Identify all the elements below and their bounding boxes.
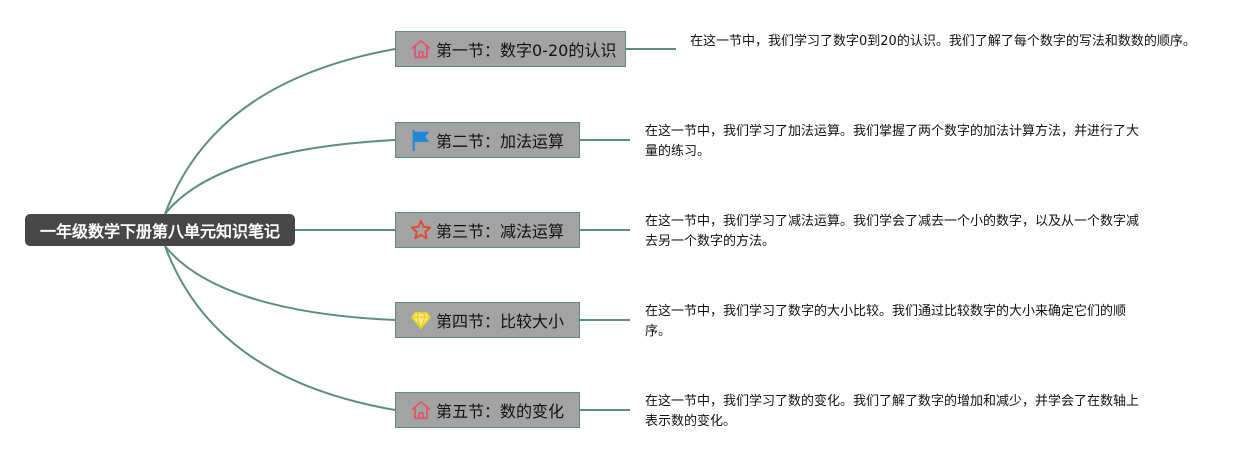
diamond-icon	[410, 309, 432, 331]
section-note-2: 在这一节中，我们学习了加法运算。我们掌握了两个数字的加法计算方法，并进行了大量的…	[645, 124, 1140, 159]
connector-root-to-section-1	[164, 48, 396, 215]
section-node-5[interactable]: 第五节：数的变化	[395, 392, 580, 428]
section-title-5: 第五节：数的变化	[436, 402, 565, 421]
section-title-4: 第四节：比较大小	[436, 312, 565, 331]
section-note-5: 在这一节中，我们学习了数的变化。我们了解了数字的增加和减少，并学会了在数轴上表示…	[645, 394, 1140, 429]
connector-root-to-section-5	[164, 245, 396, 411]
section-node-2[interactable]: 第二节：加法运算	[395, 122, 580, 158]
section-title-1: 第一节：数字0-20的认识	[436, 41, 617, 60]
section-note-1: 在这一节中，我们学习了数字0到20的认识。我们了解了每个数字的写法和数数的顺序。	[690, 34, 1196, 49]
section-node-3[interactable]: 第三节：减法运算	[395, 212, 580, 248]
section-title-2: 第二节：加法运算	[436, 132, 565, 151]
section-title-3: 第三节：减法运算	[436, 222, 565, 241]
home-icon	[410, 38, 432, 60]
section-node-1[interactable]: 第一节：数字0-20的认识	[395, 31, 626, 67]
flag-icon	[410, 129, 432, 151]
section-note-3: 在这一节中，我们学习了减法运算。我们学会了减去一个小的数字，以及从一个数字减去另…	[645, 214, 1140, 249]
connector-root-to-section-2	[164, 139, 396, 215]
root-title: 一年级数学下册第八单元知识笔记	[39, 222, 280, 241]
home-icon	[410, 399, 432, 421]
root-topic[interactable]: 一年级数学下册第八单元知识笔记	[25, 214, 295, 246]
section-note-4: 在这一节中，我们学习了数字的大小比较。我们通过比较数字的大小来确定它们的顺序。	[645, 304, 1127, 339]
connector-root-to-section-4	[164, 245, 396, 321]
section-node-4[interactable]: 第四节：比较大小	[395, 302, 580, 338]
star-icon	[410, 219, 432, 241]
